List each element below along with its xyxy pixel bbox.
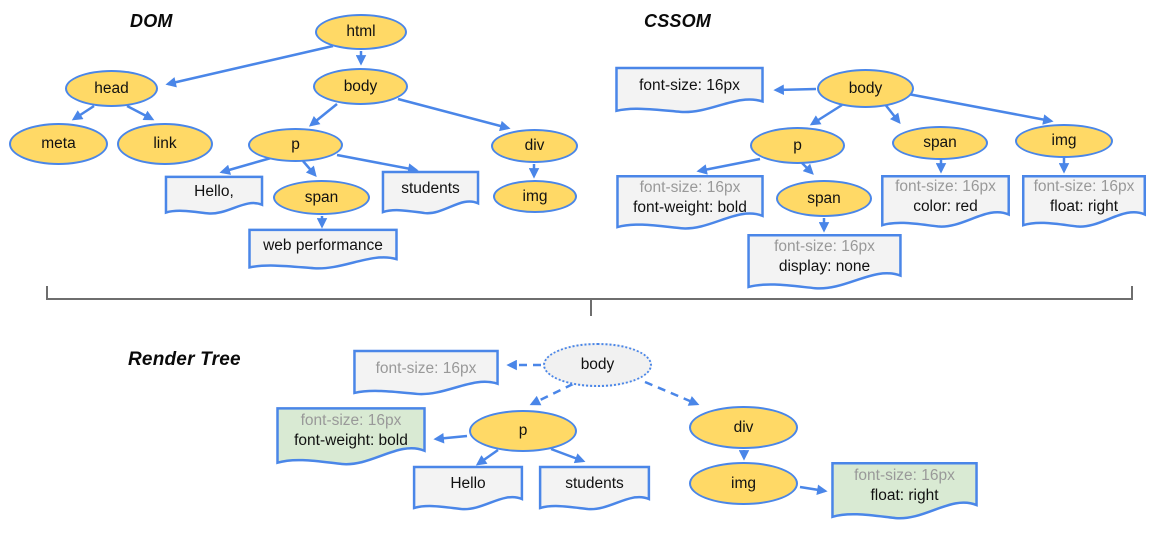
arrow-p-to-hello xyxy=(219,156,272,175)
render-node-body: body xyxy=(543,343,652,387)
render-box-body-style: font-size: 16px xyxy=(353,350,499,397)
dom-node-head: head xyxy=(65,70,158,107)
cssom-box-img-style-text: font-size: 16px float: right xyxy=(1022,175,1146,219)
arrow-head-to-meta xyxy=(71,104,95,121)
cssom-node-body: body xyxy=(817,69,914,108)
arrow-render-p-to-hello xyxy=(475,448,499,466)
render-tree-title: Render Tree xyxy=(128,349,241,370)
document-shape xyxy=(539,466,650,512)
dom-box-hello: Hello, xyxy=(165,176,263,216)
dom-box-students-label: students xyxy=(401,180,460,197)
document-shape xyxy=(276,407,426,468)
document-shape xyxy=(165,176,263,216)
dom-node-p: p xyxy=(248,128,343,162)
arrow-render-img-to-style xyxy=(799,484,828,495)
render-box-img-style: font-size: 16px float: right xyxy=(831,462,978,522)
cssom-node-span-child: span xyxy=(776,180,872,217)
arrow-body-to-p xyxy=(308,103,338,127)
render-box-p-style-line1: font-size: 16px xyxy=(300,412,402,430)
document-shape xyxy=(747,234,902,292)
dom-node-link: link xyxy=(117,123,213,165)
arrow-p-to-students xyxy=(336,153,419,174)
cssom-box-span-style-line1: font-size: 16px xyxy=(895,178,996,195)
cssom-box-span-style-line2: color: red xyxy=(913,198,978,215)
combine-bracket xyxy=(46,286,1133,316)
document-shape xyxy=(248,229,398,271)
document-shape xyxy=(615,67,764,115)
render-box-body-style-line1: font-size: 16px xyxy=(375,359,477,377)
render-box-img-style-text: font-size: 16px float: right xyxy=(831,462,978,510)
arrow-p-to-span xyxy=(302,160,317,177)
arrow-render-p-to-style xyxy=(433,433,468,444)
cssom-box-img-style-line2: float: right xyxy=(1049,198,1119,215)
document-shape xyxy=(831,462,978,522)
render-node-div: div xyxy=(689,406,798,449)
cssom-box-p-style-line1: font-size: 16px xyxy=(639,178,741,196)
render-box-students-label: students xyxy=(565,475,624,493)
render-node-p: p xyxy=(469,410,577,452)
document-shape xyxy=(881,175,1010,230)
document-shape xyxy=(413,466,523,512)
dom-node-div: div xyxy=(491,129,578,163)
document-shape xyxy=(616,175,764,232)
document-shape xyxy=(382,171,479,216)
dom-box-hello-label: Hello, xyxy=(194,183,234,200)
cssom-node-img: img xyxy=(1015,124,1113,158)
cssom-title: CSSOM xyxy=(644,11,712,31)
cssom-node-span: span xyxy=(892,126,988,160)
render-box-hello-label: Hello xyxy=(450,475,486,493)
render-box-img-style-line2: float: right xyxy=(870,487,939,504)
arrow-cssom-body-to-img xyxy=(907,92,1054,125)
arrow-cssom-p-to-style xyxy=(696,157,761,175)
dom-node-meta: meta xyxy=(9,123,108,165)
dom-node-html: html xyxy=(315,14,407,50)
arrow-head-to-link xyxy=(126,104,155,121)
cssom-box-span-style: font-size: 16px color: red xyxy=(881,175,1010,230)
cssom-box-body-style-line1: font-size: 16px xyxy=(639,77,740,95)
render-box-p-style: font-size: 16px font-weight: bold xyxy=(276,407,426,468)
cssom-box-img-style-line1: font-size: 16px xyxy=(1033,178,1135,195)
cssom-node-p: p xyxy=(750,127,845,164)
cssom-box-span-child-style-line2: display: none xyxy=(778,258,871,276)
dom-node-span: span xyxy=(273,180,370,215)
dom-node-img: img xyxy=(493,180,577,213)
cssom-box-p-style: font-size: 16px font-weight: bold xyxy=(616,175,764,232)
document-shape xyxy=(353,350,499,397)
dom-node-body: body xyxy=(313,68,408,105)
dom-box-web-performance-label: web performance xyxy=(263,236,383,254)
render-solid-arrows xyxy=(433,433,828,495)
render-box-p-style-text: font-size: 16px font-weight: bold xyxy=(276,407,426,456)
arrow-cssom-body-to-style xyxy=(773,84,817,96)
bracket-line xyxy=(46,286,1133,300)
cssom-box-span-child-style-text: font-size: 16px display: none xyxy=(747,234,902,280)
arrow-render-body-to-div xyxy=(644,380,700,406)
cssom-box-span-child-style-line1: font-size: 16px xyxy=(774,238,875,256)
arrow-cssom-body-to-p xyxy=(809,103,843,126)
cssom-box-p-style-line2: font-weight: bold xyxy=(633,198,747,216)
dom-arrows xyxy=(71,44,540,229)
render-box-p-style-line2: font-weight: bold xyxy=(294,432,408,450)
cssom-box-p-style-text: font-size: 16px font-weight: bold xyxy=(616,175,764,221)
render-box-students: students xyxy=(539,466,650,512)
dom-title: DOM xyxy=(130,11,173,31)
render-dashed-arrows xyxy=(506,359,700,406)
arrow-cssom-body-to-span xyxy=(883,102,901,125)
document-shape xyxy=(1022,175,1146,230)
dom-box-students: students xyxy=(382,171,479,216)
arrow-render-body-to-p xyxy=(529,382,574,406)
cssom-box-span-child-style: font-size: 16px display: none xyxy=(747,234,902,292)
render-box-img-style-line1: font-size: 16px xyxy=(854,467,955,484)
cssom-arrows xyxy=(696,84,1070,233)
cssom-box-body-style: font-size: 16px xyxy=(615,67,764,115)
render-node-img: img xyxy=(689,462,798,505)
cssom-box-img-style: font-size: 16px float: right xyxy=(1022,175,1146,230)
arrow-body-to-div xyxy=(397,97,511,132)
render-box-hello: Hello xyxy=(413,466,523,512)
arrow-html-to-head xyxy=(165,44,334,88)
cssom-box-span-style-text: font-size: 16px color: red xyxy=(881,175,1010,219)
dom-box-web-performance: web performance xyxy=(248,229,398,271)
arrow-render-p-to-students xyxy=(550,447,586,464)
